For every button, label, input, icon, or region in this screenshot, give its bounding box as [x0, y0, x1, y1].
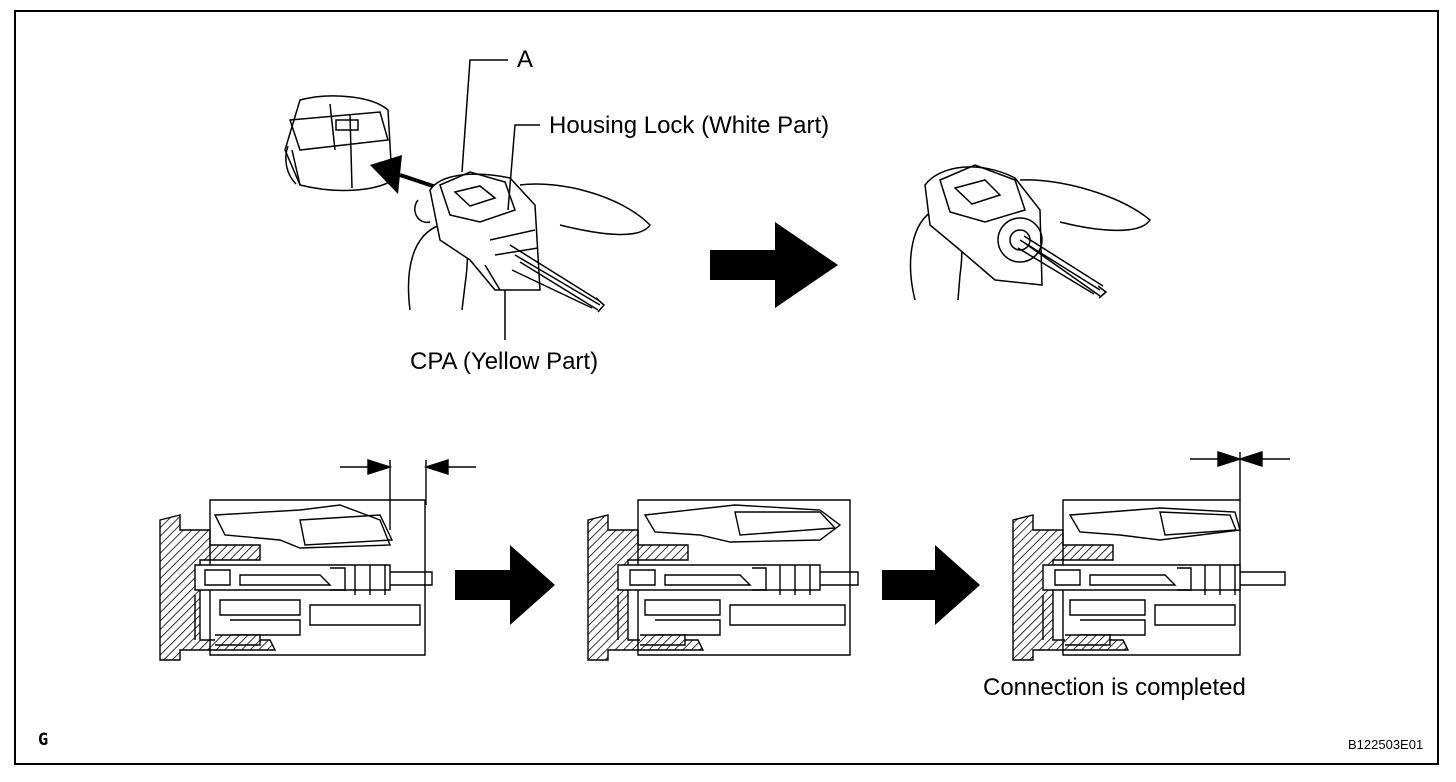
label-connection-completed: Connection is completed — [983, 674, 1246, 701]
top-right-illustration — [909, 164, 1151, 301]
corner-letter: G — [38, 730, 49, 750]
figure-frame — [14, 10, 1439, 765]
label-housing-lock: Housing Lock (White Part) — [549, 112, 830, 139]
flow-arrow-bottom-1 — [455, 545, 555, 625]
cross-section-stage-3 — [1012, 451, 1290, 661]
label-cpa: CPA (Yellow Part) — [410, 348, 599, 375]
flow-arrow-top — [710, 222, 838, 308]
figure-code: B122503E01 — [1348, 737, 1424, 752]
cross-section-stage-2 — [587, 499, 859, 661]
top-left-illustration — [284, 59, 651, 340]
label-a: A — [517, 46, 534, 73]
cross-section-stage-1 — [159, 459, 476, 661]
flow-arrow-bottom-2 — [882, 545, 980, 625]
